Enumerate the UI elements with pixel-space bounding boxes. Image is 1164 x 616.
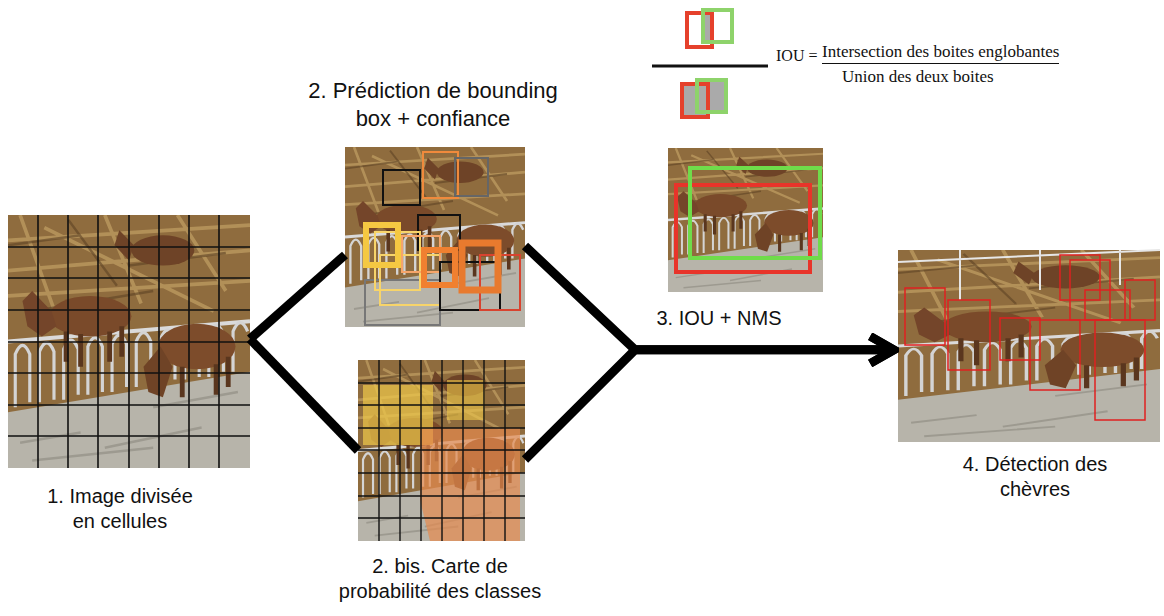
grid-lines [358,360,525,541]
bounding-box [455,158,488,196]
detection-box [1085,290,1130,320]
formula-text: Intersection des boites englobantes [822,42,1059,64]
formula-text: IOU = [776,47,817,66]
formula-text: Union des deux boites [842,67,994,88]
panel-caption: 2. bis. Carte de probabilité des classes [333,554,548,604]
detection-box [1000,318,1040,360]
class-zone [447,380,485,420]
bounding-box [423,152,458,198]
image-panel: 2. bis. Carte de probabilité des classes [358,360,525,541]
panel-caption: 2. Prédiction de bounding box + confianc… [298,77,568,132]
box-icon [703,10,732,42]
bounding-box [690,168,820,258]
union-area [682,80,726,117]
detection-box [1030,320,1080,390]
photo-class-map [358,360,525,541]
detection-box [1125,280,1155,320]
detection-box [1095,320,1145,420]
photo-detections [898,250,1160,442]
image-panel: 3. IOU + NMS [668,148,823,292]
image-panel: 2. Prédiction de bounding box + confianc… [345,147,525,327]
goat-photo [358,360,525,541]
photo-grid [8,215,250,468]
flow-connector [525,350,894,460]
bounding-box [383,170,420,205]
bounding-box [462,243,498,290]
photo-boxes [345,147,525,327]
fence [898,250,1160,300]
image-panel: 4. Détection des chèvres [898,250,1160,442]
box-icon [697,80,726,112]
detection-box [1060,255,1100,300]
flow-connector [525,246,894,350]
panel-caption: 1. Image divisée en cellules [40,484,200,534]
bounding-box [366,225,398,265]
grid-lines [8,215,250,468]
panel-caption: 3. IOU + NMS [644,306,794,331]
goat-photo [345,147,525,327]
goat-photo [8,215,250,468]
bounding-box [424,250,455,285]
fraction-bar [652,65,768,68]
iou-formula-icons [652,10,768,117]
detection-box [905,288,945,345]
panel-caption: 4. Détection des chèvres [950,452,1120,502]
detection-box [948,300,990,370]
flow-connector [250,339,358,451]
photo-iou [668,148,823,292]
goat-photo [898,250,1160,442]
flow-connector [250,255,345,339]
goat-photo [668,148,823,292]
image-panel: 1. Image divisée en cellules [8,215,250,468]
